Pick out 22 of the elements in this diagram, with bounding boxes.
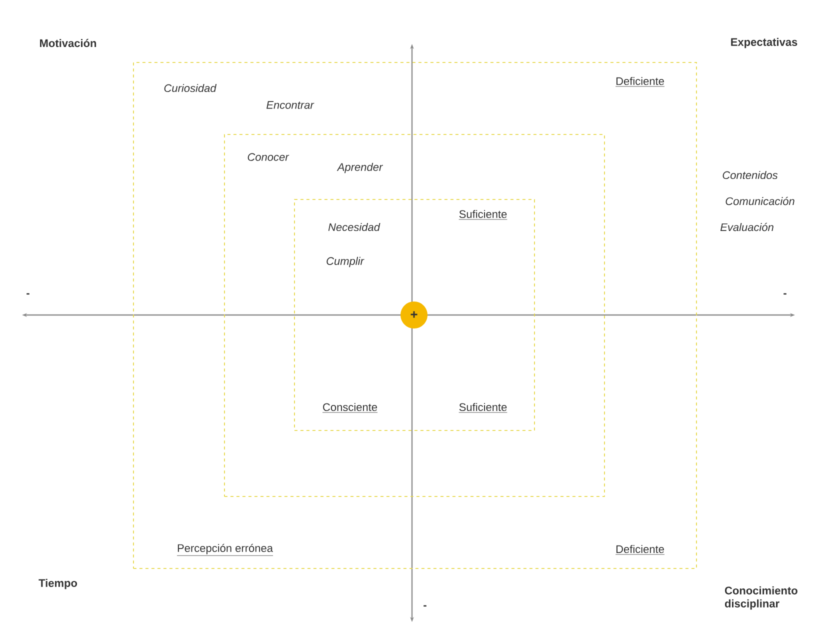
box-text: Necesidad bbox=[328, 222, 380, 232]
box-text: Aprender bbox=[336, 162, 383, 174]
box-text: Curiosidad bbox=[164, 84, 217, 92]
axis-label: - bbox=[784, 293, 786, 295]
axis-label: Evaluación bbox=[720, 222, 774, 232]
axis-label: - bbox=[424, 605, 426, 607]
box-text: Conocer bbox=[248, 153, 290, 161]
box-text: Encontrar bbox=[266, 101, 314, 109]
box-text: Deficiente bbox=[615, 76, 665, 87]
axis-label: - bbox=[26, 293, 30, 295]
axis-label: Conocimiento disciplinar bbox=[724, 586, 798, 610]
box-text: Suficiente bbox=[458, 210, 508, 220]
box-text: Cumplir bbox=[326, 256, 364, 268]
axis-label: Expectativas bbox=[731, 38, 798, 48]
box-text: Percepción errónea bbox=[176, 544, 274, 556]
axis-label: Tiempo bbox=[38, 578, 78, 590]
axis-label: Motivación bbox=[40, 38, 96, 48]
box-text: Consciente bbox=[322, 402, 378, 413]
axis-label: Comunicación bbox=[726, 196, 794, 206]
box-text: Deficiente bbox=[615, 544, 665, 555]
box-text: Suficiente bbox=[458, 402, 508, 413]
axis-label: Contenidos bbox=[722, 170, 778, 180]
